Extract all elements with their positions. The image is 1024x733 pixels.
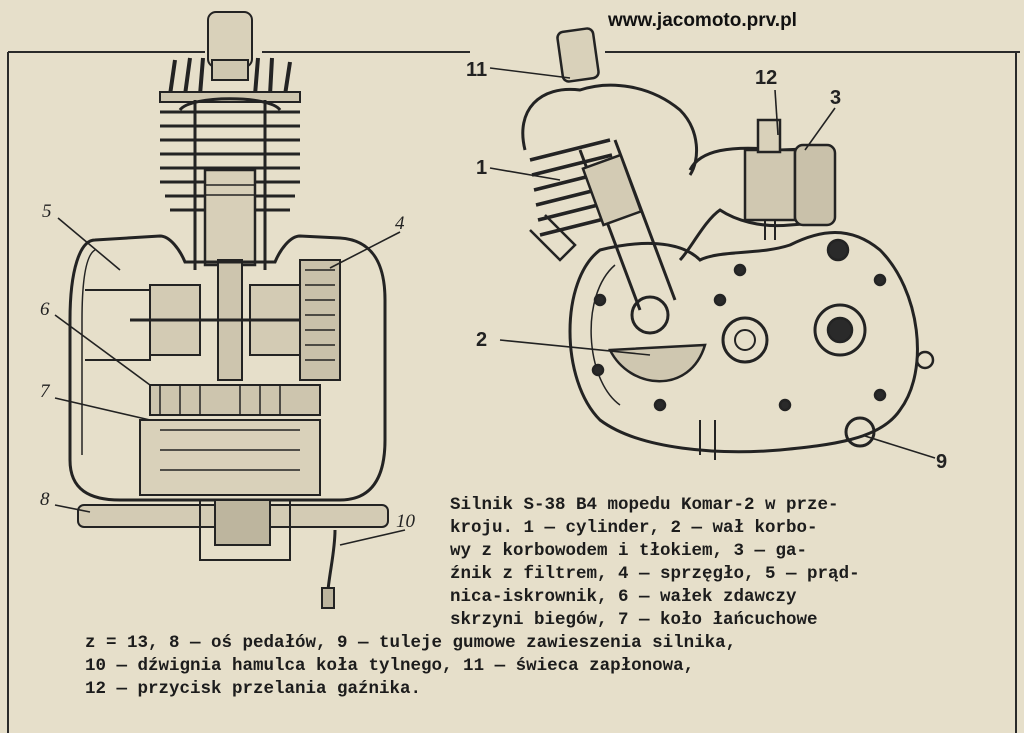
label-10: 10 <box>396 511 415 532</box>
label-2: 2 <box>476 329 488 351</box>
caption-line: skrzyni biegów, 7 — koło łańcuchowe <box>450 610 818 630</box>
figure-caption: Silnik S-38 B4 mopedu Komar-2 w prze- kr… <box>70 494 990 701</box>
caption-line: nica-iskrownik, 6 — wałek zdawczy <box>450 587 797 607</box>
label-8: 8 <box>40 489 50 510</box>
caption-line: 10 — dźwignia hamulca koła tylnego, 11 —… <box>85 656 695 676</box>
label-11: 11 <box>466 59 488 81</box>
label-5: 5 <box>42 201 52 222</box>
caption-line: kroju. 1 — cylinder, 2 — wał korbo- <box>450 518 818 538</box>
label-6: 6 <box>40 299 50 320</box>
label-12: 12 <box>755 67 778 89</box>
label-1: 1 <box>476 157 488 179</box>
caption-line: źnik z filtrem, 4 — sprzęgło, 5 — prąd- <box>450 564 860 584</box>
caption-line: 12 — przycisk przelania gaźnika. <box>85 679 422 699</box>
label-4: 4 <box>395 213 405 234</box>
site-watermark: www.jacomoto.prv.pl <box>608 10 797 31</box>
label-9: 9 <box>936 451 948 473</box>
caption-line: z = 13, 8 — oś pedałów, 9 — tuleje gumow… <box>85 633 737 653</box>
caption-line: wy z korbowodem i tłokiem, 3 — ga- <box>450 541 808 561</box>
label-3: 3 <box>830 87 842 109</box>
caption-line: Silnik S-38 B4 mopedu Komar-2 w prze- <box>450 495 839 515</box>
label-7: 7 <box>40 381 50 402</box>
